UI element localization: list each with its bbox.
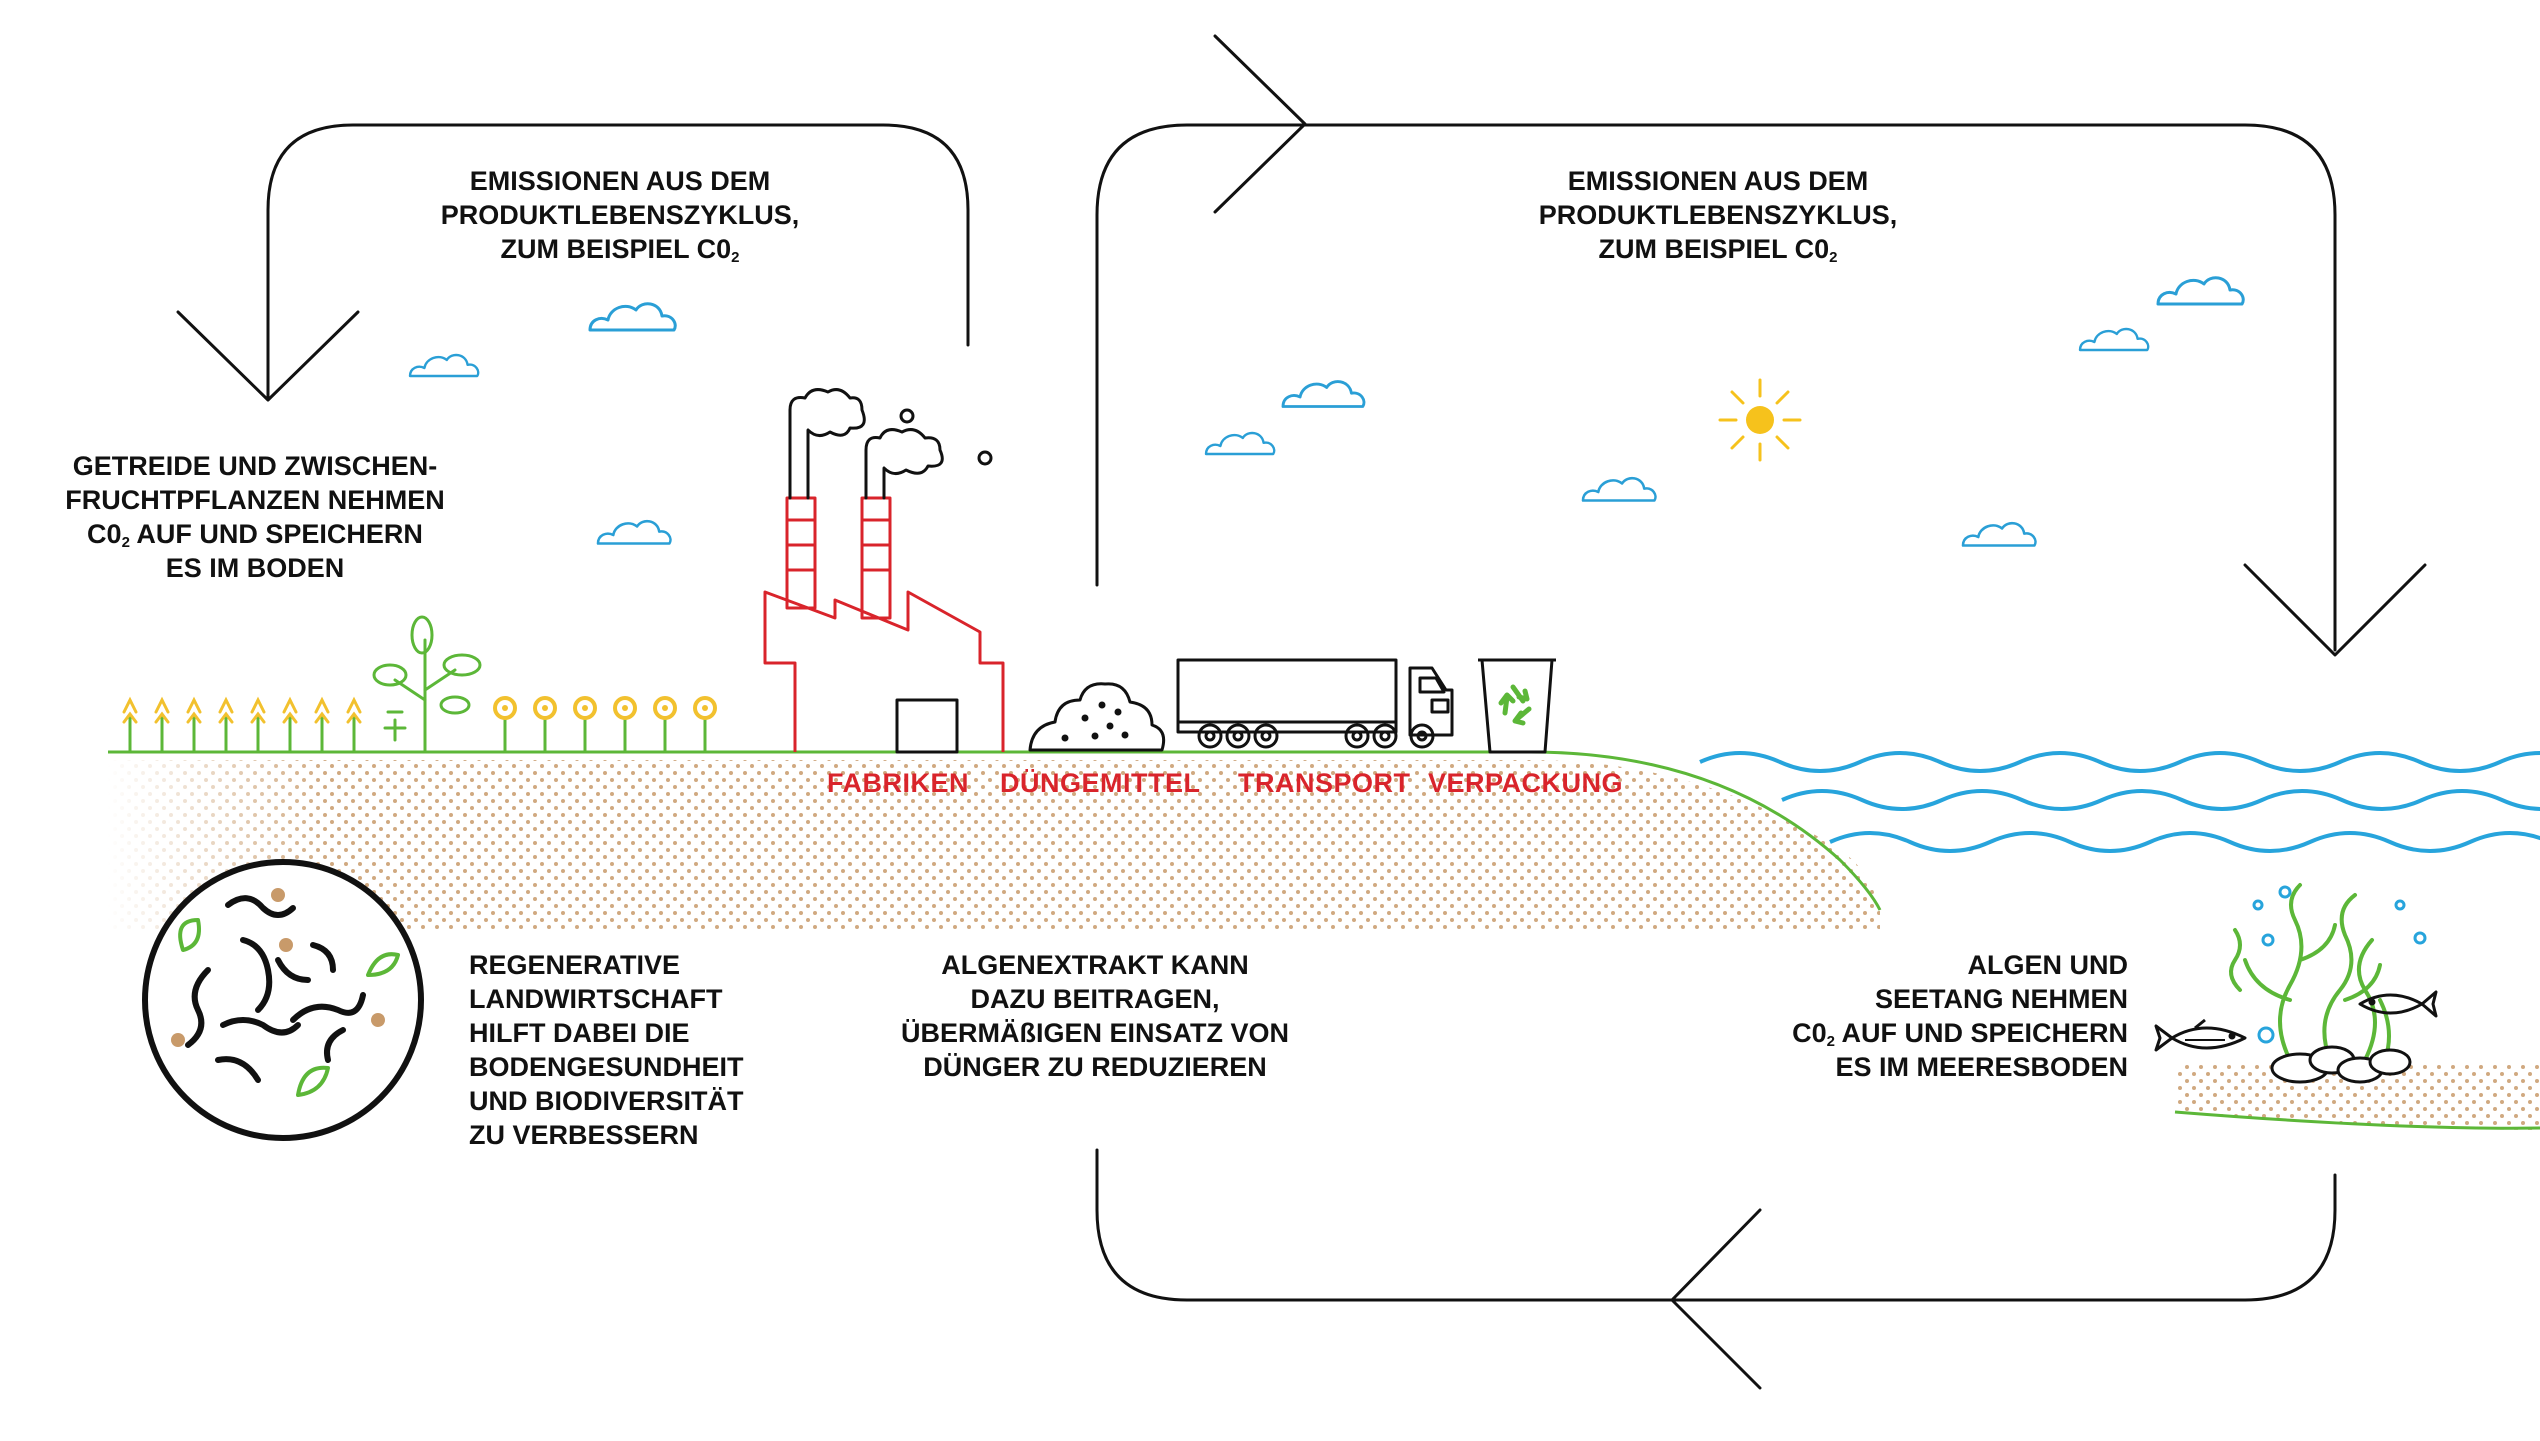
regen-line-2: LANDWIRTSCHAFT <box>469 984 723 1014</box>
seaweed-label: ALGEN UND SEETANG NEHMEN C02 AUF UND SPE… <box>1770 948 2128 1084</box>
cloud-icon <box>1581 476 1657 502</box>
regen-line-5: UND BIODIVERSITÄT <box>469 1086 744 1116</box>
emissions-left-label: EMISSIONEN AUS DEM PRODUKTLEBENSZYKLUS, … <box>440 164 800 266</box>
emissions-right-line-2: PRODUKTLEBENSZYKLUS, <box>1538 200 1898 230</box>
flower-icon <box>493 696 717 754</box>
soil-circle <box>142 859 424 1141</box>
seafloor-soil <box>2175 1062 2540 1130</box>
right-loop-top-line <box>1095 123 2337 652</box>
regen-line-6: ZU VERBESSERN <box>469 1120 699 1150</box>
soil-particle <box>171 888 385 1047</box>
left-loop-line <box>266 123 970 400</box>
leaf-icon <box>178 918 400 1097</box>
left-arrowhead-down <box>176 310 360 402</box>
emissions-left-line-2: PRODUKTLEBENSZYKLUS, <box>440 200 800 230</box>
regenerative-label: REGENERATIVE LANDWIRTSCHAFT HILFT DABEI … <box>469 948 744 1152</box>
right-arrowhead-down <box>2243 563 2427 657</box>
tree-icon <box>372 615 482 754</box>
wheat-icon <box>122 696 362 754</box>
cloud-icon <box>1204 431 1276 456</box>
fish-icon <box>2154 1018 2247 1052</box>
algae-line-3: ÜBERMÄßIGEN EINSATZ VON <box>900 1018 1289 1048</box>
crops-line-3: C02 AUF UND SPEICHERN <box>87 519 423 551</box>
ground-line <box>108 750 1882 911</box>
cloud-icon <box>588 302 677 332</box>
crops-line-4: ES IM BODEN <box>165 553 345 583</box>
regen-line-3: HILFT DABEI DIE <box>469 1018 690 1048</box>
cloud-icon <box>2078 327 2150 352</box>
cloud-icon <box>2156 276 2245 306</box>
algae-extract-label: ALGENEXTRAKT KANN DAZU BEITRAGEN, ÜBERMÄ… <box>895 948 1295 1084</box>
emissions-right-line-1: EMISSIONEN AUS DEM <box>1567 166 1869 196</box>
stage-fertilizer: DÜNGEMITTEL <box>1000 768 1201 798</box>
crops-label: GETREIDE UND ZWISCHEN- FRUCHTPFLANZEN NE… <box>60 449 450 585</box>
bottom-arrowhead-left <box>1670 1208 1762 1390</box>
bottom-loop-line <box>1095 1148 2337 1302</box>
seaweed-line-2: SEETANG NEHMEN <box>1874 984 2128 1014</box>
stage-factories: FABRIKEN <box>827 768 970 798</box>
emissions-left-line-3: ZUM BEISPIEL C02 <box>500 234 740 266</box>
factory-icon <box>763 388 1005 754</box>
bubble-icon <box>2252 885 2427 1044</box>
stage-packaging: VERPACKUNG <box>1428 768 1624 798</box>
crops-line-1: GETREIDE UND ZWISCHEN- <box>72 451 438 481</box>
fertilizer-pile-icon <box>1028 682 1166 752</box>
seaweed-icon <box>2229 883 2391 1062</box>
seaweed-line-4: ES IM MEERESBODEN <box>1835 1052 2128 1082</box>
regen-line-4: BODENGESUNDHEIT <box>469 1052 744 1082</box>
rocks-icon <box>2270 1045 2412 1084</box>
regen-line-1: REGENERATIVE <box>469 950 681 980</box>
algae-line-1: ALGENEXTRAKT KANN <box>941 950 1249 980</box>
emissions-left-line-1: EMISSIONEN AUS DEM <box>469 166 771 196</box>
cloud-icon <box>1281 380 1366 408</box>
seafloor-line <box>2174 1110 2540 1130</box>
cloud-icon <box>596 519 672 545</box>
cloud-icon <box>1961 521 2037 547</box>
emissions-right-label: EMISSIONEN AUS DEM PRODUKTLEBENSZYKLUS, … <box>1538 164 1898 266</box>
cloud-icon <box>408 353 480 378</box>
fish-icon <box>2358 990 2438 1018</box>
sun-icon <box>1718 378 1802 462</box>
top-arrowhead-right <box>1213 34 1307 214</box>
cycle-arrows <box>176 34 2427 1390</box>
soil-band <box>108 760 1880 930</box>
seaweed-line-1: ALGEN UND <box>1967 950 2129 980</box>
emissions-right-line-3: ZUM BEISPIEL C02 <box>1598 234 1838 266</box>
worm-icon <box>185 895 366 1083</box>
water-waves <box>1699 751 2540 853</box>
truck-icon <box>1176 658 1454 749</box>
stage-transport: TRANSPORT <box>1238 768 1411 798</box>
crops-line-2: FRUCHTPFLANZEN NEHMEN <box>65 485 445 515</box>
algae-line-2: DAZU BEITRAGEN, <box>970 984 1220 1014</box>
recycle-bin-icon <box>1478 658 1556 754</box>
algae-line-4: DÜNGER ZU REDUZIEREN <box>923 1052 1267 1082</box>
seaweed-line-3: C02 AUF UND SPEICHERN <box>1792 1018 2128 1050</box>
